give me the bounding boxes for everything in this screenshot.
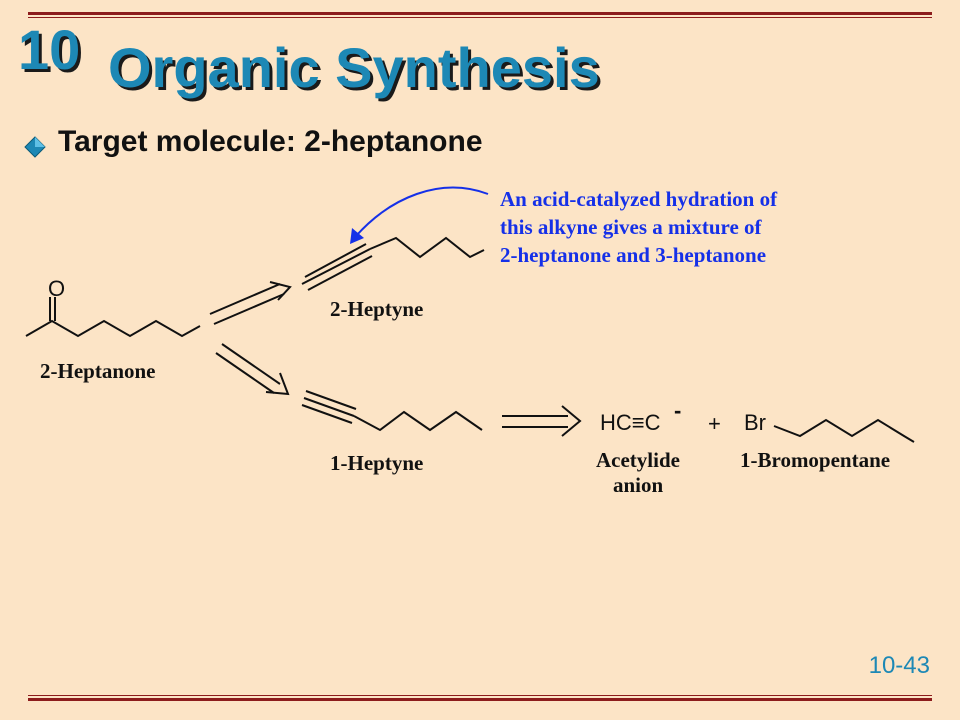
note-line-1: An acid-catalyzed hydration of [500,187,778,211]
bullet-text: Target molecule: 2-heptanone [58,125,483,158]
heptanone-structure [25,297,201,338]
1-heptyne-label: 1-Heptyne [330,451,423,475]
bromopentane-structure [773,418,915,443]
retro-arrow-2-heptyne [209,281,292,325]
bottom-rule [28,695,932,702]
acetylide-label-2: anion [613,473,664,497]
note-line-3: 2-heptanone and 3-heptanone [500,243,766,267]
2-heptyne-structure [301,236,485,291]
top-rule [28,12,932,19]
acetylide-charge: - [674,398,681,423]
retro-arrow-disconnection [502,405,582,437]
2-heptyne-label: 2-Heptyne [330,297,423,321]
page-number: 10-43 [868,652,930,679]
diamond-bullet-icon [24,136,46,158]
acetylide-label-1: Acetylide [596,448,680,472]
oxygen-atom: O [48,276,65,301]
slide-title: Organic Synthesis [108,36,600,99]
bromopentane-label: 1-Bromopentane [740,448,890,472]
plus-sign: + [708,411,721,436]
note-line-2: this alkyne gives a mixture of [500,215,763,239]
chapter-number: 10 [18,18,81,81]
retro-arrow-1-heptyne [215,343,290,396]
acetylide-formula: HC≡C [600,410,661,435]
target-label: 2-Heptanone [40,359,156,383]
1-heptyne-structure [301,390,483,432]
curved-note-arrow [350,186,489,244]
bromine-atom: Br [744,410,766,435]
